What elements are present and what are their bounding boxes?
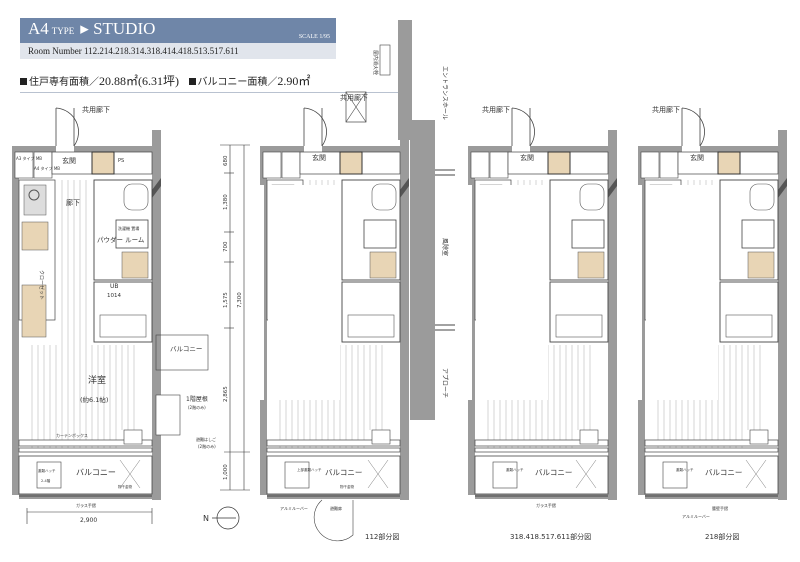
balcony-label: バルコニー <box>535 468 572 477</box>
evac-hatch-floors: 2-4階 <box>41 478 51 483</box>
aluminum-louver-label: アルミルーバー <box>682 514 710 519</box>
header-divider <box>20 92 400 93</box>
laundry-label: 洗濯機 置場 <box>118 225 139 231</box>
scale-label: SCALE 1/95 <box>298 34 330 40</box>
partial-plan-318-418-517-611 <box>460 107 618 501</box>
powder-room-label: パウダー ルーム <box>97 235 145 244</box>
partial-plan-218 <box>630 107 788 501</box>
windbreak-room-label: 風除室 <box>441 238 449 256</box>
dim-1575: 1,575 <box>223 292 229 308</box>
dim-680: 680 <box>223 155 229 166</box>
dimension-column: 680 1,380 700 1,575 2,865 1,000 7,300 <box>220 144 250 491</box>
evac-door-label: 避難扉 <box>330 505 342 511</box>
corridor-label: 共用廊下 <box>652 105 680 114</box>
roof-second-floor-only: (2階のみ) <box>188 404 206 410</box>
waist-wall-rail-label: 腰壁手摺 <box>712 505 728 511</box>
evac-hatch-label: 避難ハッチ <box>506 467 524 472</box>
type-word: TYPE <box>51 26 75 36</box>
dim-700: 700 <box>223 241 229 252</box>
layout-name: ▸ STUDIO <box>80 19 156 38</box>
partial-plan-caption: 112部分図 <box>365 532 399 541</box>
dim-2865: 2,865 <box>223 386 229 402</box>
first-floor-roof-label: 1階屋根 <box>186 395 208 403</box>
closet-label: クローゼット <box>38 270 45 300</box>
ub-label: UB <box>110 283 119 290</box>
area-summary: 住戸専有面積／20.88㎡(6.31坪) バルコニー面積／2.90㎡ <box>20 72 310 89</box>
partial-plan-112-labels: 屋内消火栓 共用廊下 玄関 エントランスホール 風除室 アプローチ バルコニー … <box>280 50 449 542</box>
ub-size: 1014 <box>107 293 121 299</box>
dim-1380: 1,380 <box>223 194 229 210</box>
building-core <box>379 20 455 420</box>
width-dimension: 2,900 <box>80 517 97 524</box>
genkan-label: 玄関 <box>312 153 326 162</box>
balcony-label: バルコニー <box>705 468 742 477</box>
genkan-label: 玄関 <box>520 153 534 162</box>
room-numbers: Room Number 112.214.218.314.318.414.418.… <box>20 43 336 59</box>
north-compass-icon: N <box>203 506 240 530</box>
laundry-hardware-label: 物干金物 <box>340 484 354 489</box>
fire-hydrant-label: 屋内消火栓 <box>372 50 379 75</box>
partial-plan-112 <box>252 91 410 501</box>
upper-evac-hatch-label: 上部避難ハッチ <box>297 467 322 472</box>
balcony-area-label: バルコニー面積／ <box>197 77 278 88</box>
evac-ladder-label: 避難はしご <box>196 436 216 442</box>
western-room-label: 洋室 <box>88 374 106 386</box>
mb-a4-label: A4 タイプ MB <box>34 165 60 171</box>
balcony-area-value: 2.90㎡ <box>277 74 311 88</box>
glass-rail-label: ガラス手摺 <box>536 502 556 508</box>
partial-plan-318-labels: 共用廊下 玄関 バルコニー 避難ハッチ ガラス手摺 318.418.517.61… <box>482 105 591 541</box>
hallway-label: 廊下 <box>66 198 80 207</box>
upper-balcony-label: バルコニー <box>170 345 202 353</box>
partial-plan-218-labels: 共用廊下 玄関 バルコニー 避難ハッチ 腰壁手摺 アルミルーバー 218部分図 <box>652 105 742 541</box>
dim-1000: 1,000 <box>223 464 229 480</box>
genkan-label: 玄関 <box>62 156 76 165</box>
glass-rail-label: ガラス手摺 <box>76 502 96 508</box>
laundry-hardware-label: 物干金物 <box>118 484 132 489</box>
evac-hatch-label: 避難ハッチ <box>38 468 56 473</box>
partial-plan-caption: 318.418.517.611部分図 <box>510 532 591 541</box>
bullet-square-icon <box>20 78 27 85</box>
ps-label: PS <box>118 158 124 164</box>
exclusive-area-value: 20.88㎡(6.31坪) <box>99 74 179 88</box>
corridor-label: 共用廊下 <box>482 105 510 114</box>
entrance-hall-label: エントランスホール <box>441 66 448 120</box>
corridor-label: 共用廊下 <box>82 105 110 114</box>
western-room-size: (約6.1帖) <box>80 395 108 404</box>
type-code: A4 <box>28 19 49 38</box>
genkan-label: 玄関 <box>690 153 704 162</box>
dim-total: 7,300 <box>237 292 243 308</box>
aluminum-louver-label: アルミルーバー <box>280 506 308 511</box>
mb-a3-label: A3 タイプ MB <box>16 155 42 161</box>
balcony-label: バルコニー <box>76 468 116 477</box>
balcony-label: バルコニー <box>325 468 362 477</box>
curtain-box-label: カーテンボックス <box>56 432 88 438</box>
north-label: N <box>203 514 209 523</box>
corridor-label: 共用廊下 <box>340 93 368 102</box>
main-plan-labels: 共用廊下 A3 タイプ MB A4 タイプ MB 玄関 PS 廊下 洗濯機 置場… <box>16 105 216 524</box>
exclusive-area-label: 住戸専有面積／ <box>29 77 99 88</box>
partial-plan-caption: 218部分図 <box>705 532 739 541</box>
bullet-square-icon <box>188 78 196 85</box>
approach-label: アプローチ <box>441 368 448 398</box>
ladder-second-floor-only: (2階のみ) <box>198 443 216 449</box>
evac-hatch-label: 避難ハッチ <box>676 467 694 472</box>
